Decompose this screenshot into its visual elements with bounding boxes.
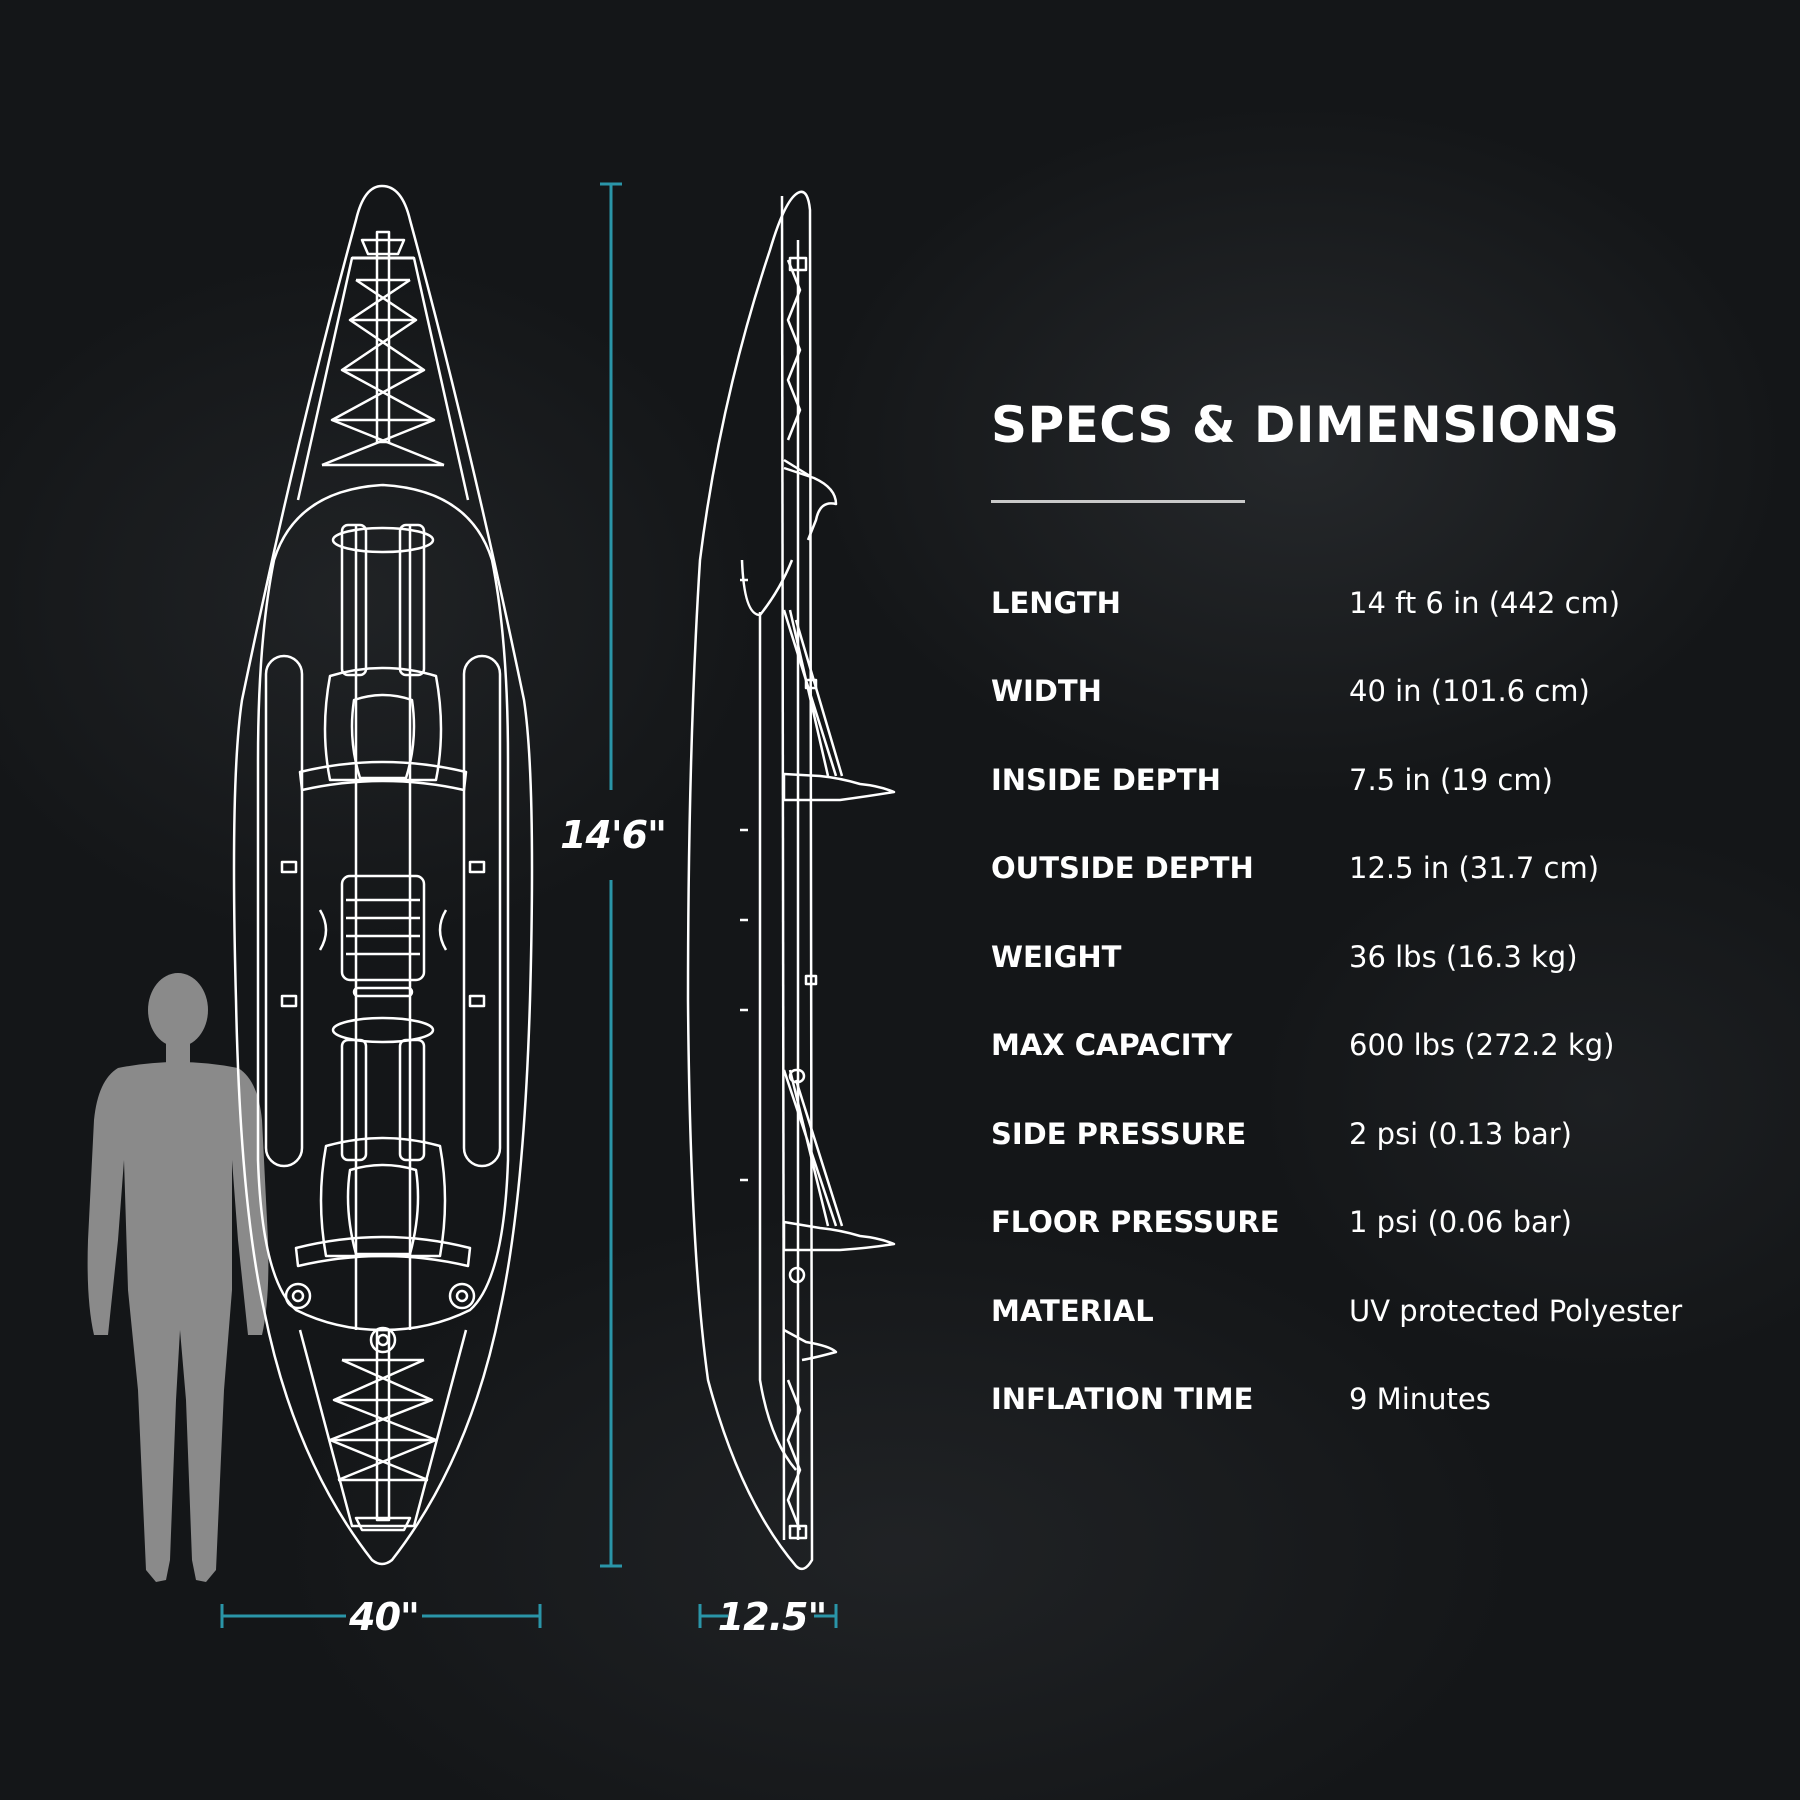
spec-value: 2 psi (0.13 bar): [1349, 1117, 1572, 1151]
spec-label: FLOOR PRESSURE: [991, 1205, 1280, 1239]
spec-label: MATERIAL: [991, 1294, 1154, 1328]
length-dimension: [600, 182, 622, 1568]
spec-value: 7.5 in (19 cm): [1349, 763, 1553, 797]
spec-row-inside-depth: INSIDE DEPTH 7.5 in (19 cm): [991, 763, 1751, 803]
spec-label: INSIDE DEPTH: [991, 763, 1221, 797]
spec-value: 1 psi (0.06 bar): [1349, 1205, 1572, 1239]
specs-panel: SPECS & DIMENSIONS LENGTH 14 ft 6 in (44…: [991, 396, 1751, 1416]
kayak-top-view: [232, 184, 534, 1566]
length-dimension-label: 14'6": [560, 813, 666, 857]
spec-value: 600 lbs (272.2 kg): [1349, 1028, 1615, 1062]
specs-title: SPECS & DIMENSIONS: [991, 396, 1620, 454]
spec-row-material: MATERIAL UV protected Polyester: [991, 1294, 1751, 1334]
spec-row-outside-depth: OUTSIDE DEPTH 12.5 in (31.7 cm): [991, 851, 1751, 891]
spec-value: UV protected Polyester: [1349, 1294, 1683, 1328]
spec-label: WEIGHT: [991, 940, 1122, 974]
title-divider: [991, 500, 1245, 503]
spec-row-floor-pressure: FLOOR PRESSURE 1 psi (0.06 bar): [991, 1205, 1751, 1245]
spec-row-side-pressure: SIDE PRESSURE 2 psi (0.13 bar): [991, 1117, 1751, 1157]
spec-label: OUTSIDE DEPTH: [991, 851, 1254, 885]
spec-label: MAX CAPACITY: [991, 1028, 1233, 1062]
height-dimension-label: 12.5": [718, 1595, 827, 1639]
human-silhouette: [87, 973, 269, 1582]
spec-value: 14 ft 6 in (442 cm): [1349, 586, 1621, 620]
spec-row-width: WIDTH 40 in (101.6 cm): [991, 674, 1751, 714]
spec-row-max-capacity: MAX CAPACITY 600 lbs (272.2 kg): [991, 1028, 1751, 1068]
spec-value: 36 lbs (16.3 kg): [1349, 940, 1578, 974]
height-dimension: [698, 1604, 838, 1628]
spec-row-weight: WEIGHT 36 lbs (16.3 kg): [991, 940, 1751, 980]
spec-value: 12.5 in (31.7 cm): [1349, 851, 1600, 885]
width-dimension: [220, 1604, 542, 1628]
spec-value: 40 in (101.6 cm): [1349, 674, 1590, 708]
spec-label: INFLATION TIME: [991, 1382, 1254, 1416]
width-dimension-label: 40": [348, 1595, 419, 1639]
spec-row-inflation-time: INFLATION TIME 9 Minutes: [991, 1382, 1751, 1422]
kayak-side-view: [686, 190, 896, 1571]
spec-label: SIDE PRESSURE: [991, 1117, 1247, 1151]
spec-label: LENGTH: [991, 586, 1121, 620]
spec-row-length: LENGTH 14 ft 6 in (442 cm): [991, 586, 1751, 626]
spec-label: WIDTH: [991, 674, 1102, 708]
spec-value: 9 Minutes: [1349, 1382, 1491, 1416]
